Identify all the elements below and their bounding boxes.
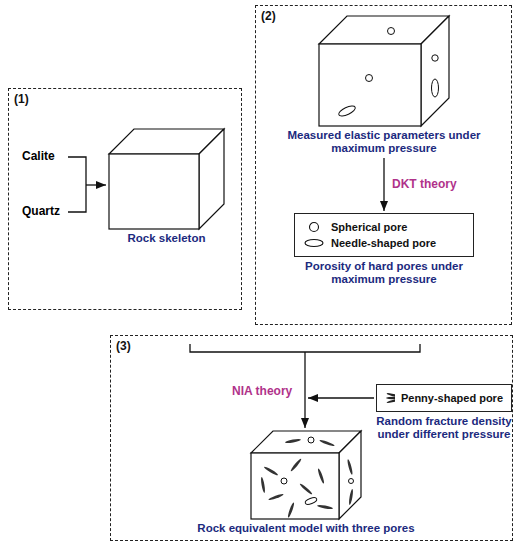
theory-label: NIA theory <box>232 384 292 398</box>
pore-type: Penny-shaped pore <box>401 392 503 404</box>
legend-caption: Random fracture density under different … <box>376 415 512 441</box>
connectors <box>384 158 385 211</box>
pore-symbol <box>303 236 325 250</box>
figure-caption: Rock skeleton <box>104 232 229 245</box>
dashed-group-box: Penny-shaped poreRandom fracture density… <box>110 335 513 541</box>
fracture-legend-box: Penny-shaped poreRandom fracture density… <box>376 384 512 441</box>
legend-caption: Porosity of hard pores under maximum pre… <box>294 260 474 286</box>
rock-cube <box>251 431 361 519</box>
pore-type: Needle-shaped pore <box>331 237 436 249</box>
legend-row: Spherical pore <box>303 220 465 234</box>
pore-symbol <box>385 391 395 405</box>
mineral-label: Calite <box>22 149 55 163</box>
panel-number: (1) <box>14 92 29 106</box>
rock-cube <box>109 129 224 229</box>
theory-label: DKT theory <box>392 177 457 191</box>
rock-cube <box>319 16 449 126</box>
panel-number: (2) <box>261 9 276 23</box>
mineral-label: Quartz <box>22 204 60 218</box>
pore-symbol <box>303 220 325 234</box>
legend-frame: Penny-shaped pore <box>376 384 512 412</box>
legend-frame: Spherical poreNeedle-shaped pore <box>294 213 474 257</box>
feed-arrow <box>308 397 374 398</box>
cube-figure: Measured elastic parameters under maximu… <box>284 16 484 155</box>
pore-type: Spherical pore <box>331 221 407 233</box>
cube-figure: Rock skeleton <box>104 129 229 245</box>
legend-row: Penny-shaped pore <box>385 391 503 405</box>
cube-figure: Rock equivalent model with three pores <box>176 431 436 535</box>
figure-caption: Rock equivalent model with three pores <box>176 522 436 535</box>
process-arrow <box>383 158 384 211</box>
figure-caption: Measured elastic parameters under maximu… <box>284 129 484 155</box>
dashed-group-box: Rock skeleton (1) <box>8 88 242 310</box>
dashed-group-box: Measured elastic parameters under maximu… <box>255 5 512 325</box>
pore-legend-box: Spherical poreNeedle-shaped porePorosity… <box>294 213 474 286</box>
legend-row: Needle-shaped pore <box>303 236 465 250</box>
panel-number: (3) <box>116 339 131 353</box>
mineral-bracket <box>68 157 106 212</box>
